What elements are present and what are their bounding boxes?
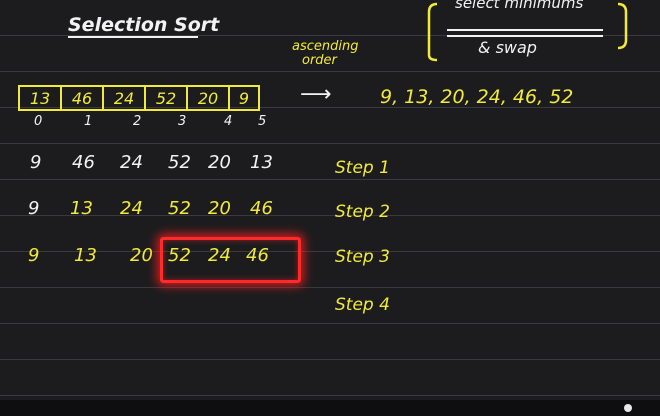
array-box: 13 46 24 52 20 9 xyxy=(18,85,260,111)
note-bracket xyxy=(427,2,628,62)
index-label: 2 xyxy=(133,114,142,129)
step2-value: 20 xyxy=(208,198,231,219)
step1-value: 46 xyxy=(72,152,95,173)
ascending-order-note: ascending order xyxy=(292,40,358,68)
step1-value: 52 xyxy=(168,152,191,173)
step2-value: 46 xyxy=(250,198,273,219)
step2-value: 24 xyxy=(120,198,143,219)
step1-value: 13 xyxy=(250,152,273,173)
array-cell: 20 xyxy=(188,87,230,109)
note-select-minimums: select minimums xyxy=(455,0,584,12)
step3-value: 20 xyxy=(130,245,153,266)
array-cell: 24 xyxy=(104,87,146,109)
index-label: 3 xyxy=(178,114,187,129)
cursor-dot xyxy=(624,404,632,412)
step1-value: 20 xyxy=(208,152,231,173)
step3-value: 24 xyxy=(208,245,231,266)
step1-value: 24 xyxy=(120,152,143,173)
whiteboard-canvas: Selection Sort select minimums & swap as… xyxy=(0,0,660,400)
step4-label: Step 4 xyxy=(335,295,390,315)
array-cell: 13 xyxy=(20,87,62,109)
step3-value: 46 xyxy=(246,245,269,266)
array-cell: 9 xyxy=(238,88,250,108)
step1-label: Step 1 xyxy=(335,158,390,178)
note-swap: & swap xyxy=(478,38,537,57)
step2-value: 9 xyxy=(28,198,40,219)
index-label: 5 xyxy=(258,114,267,129)
ascending-line2: order xyxy=(302,53,337,68)
array-cell: 52 xyxy=(146,87,188,109)
page-title: Selection Sort xyxy=(68,14,220,36)
arrow-icon: ⟶ xyxy=(300,82,332,107)
step2-value: 52 xyxy=(168,198,191,219)
step3-value: 13 xyxy=(74,245,97,266)
sorted-result: 9, 13, 20, 24, 46, 52 xyxy=(380,86,574,108)
bottom-bar xyxy=(0,400,660,416)
index-label: 0 xyxy=(34,114,43,129)
ascending-line1: ascending xyxy=(292,39,359,54)
unsorted-highlight-box xyxy=(160,237,301,283)
step2-label: Step 2 xyxy=(335,202,390,222)
step3-value: 9 xyxy=(28,245,40,266)
step1-value: 9 xyxy=(30,152,42,173)
index-label: 1 xyxy=(84,114,93,129)
step2-value: 13 xyxy=(70,198,93,219)
step3-value: 52 xyxy=(168,245,191,266)
title-underline xyxy=(68,36,198,38)
array-cell: 46 xyxy=(62,87,104,109)
index-label: 4 xyxy=(224,114,233,129)
step3-label: Step 3 xyxy=(335,247,390,267)
